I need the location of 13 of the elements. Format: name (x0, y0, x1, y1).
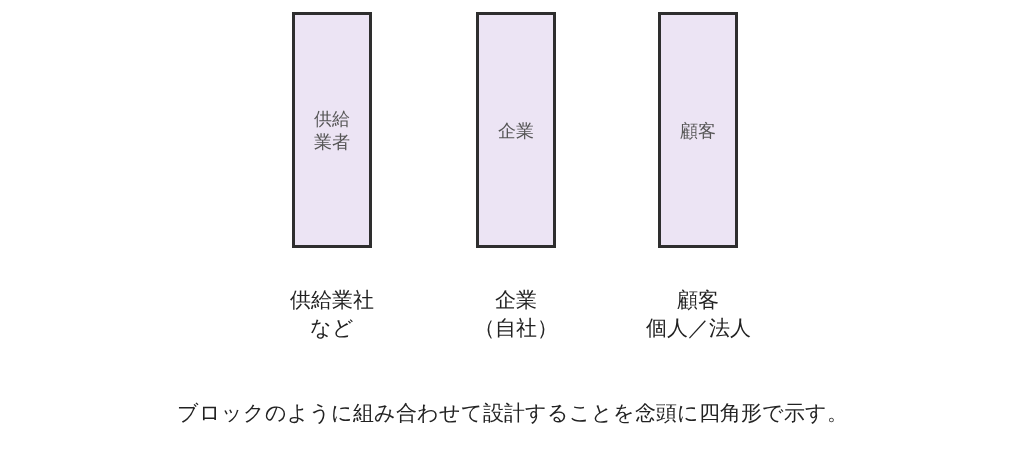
node-label: 顧客 (680, 118, 716, 142)
node-label: 供給業者 (313, 107, 351, 153)
process-box (476, 12, 556, 248)
process-box (292, 12, 372, 248)
node-caption: など (310, 315, 354, 342)
node-label: 企業 (498, 118, 534, 142)
caption: ブロックのように組み合わせて設計することを念頭に四角形で示す。 (176, 401, 848, 425)
node-caption: 企業 (495, 287, 537, 314)
node-caption: 個人／法人 (645, 315, 751, 342)
node-caption: 顧客 (677, 287, 719, 314)
node-caption: 供給業社 (290, 287, 374, 314)
node-caption: （自社） (474, 315, 558, 342)
process-box (658, 12, 738, 248)
